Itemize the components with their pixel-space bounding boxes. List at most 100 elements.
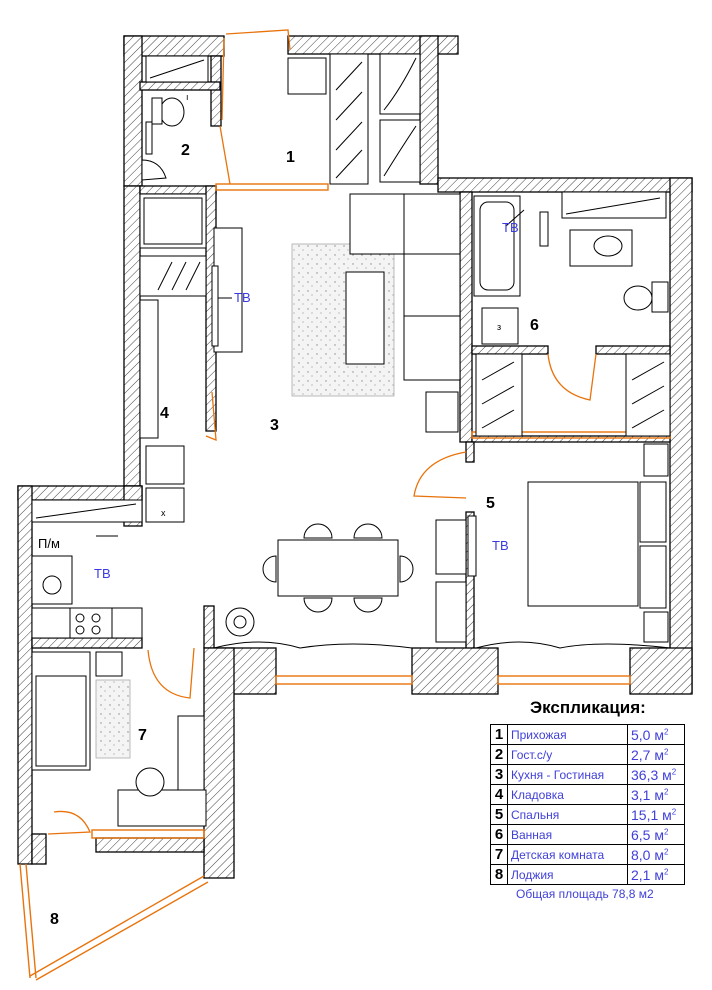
room-area: 3,1 (631, 786, 651, 803)
room-name: Гост.с/у (507, 744, 628, 765)
wardrobe-line (631, 361, 665, 381)
wall-segment (629, 647, 693, 695)
cabinet (145, 487, 185, 523)
bath-shelf (561, 191, 667, 219)
area-unit: м (654, 826, 664, 843)
room-name: Кладовка (507, 784, 628, 805)
area-unit: м (654, 846, 664, 863)
room-number: 4 (160, 405, 169, 422)
area-unit-power: 2 (663, 846, 669, 856)
towel-rail (145, 121, 153, 155)
toilet-tank (651, 281, 669, 313)
cabinet-line (383, 125, 417, 177)
entrance-furniture: ı (141, 53, 421, 185)
wall-segment (203, 647, 235, 879)
room-number: 1 (286, 149, 295, 166)
tv-panel (467, 515, 477, 577)
room-number: 8 (50, 911, 59, 928)
sofa (403, 193, 461, 381)
living-furniture (31, 193, 461, 649)
cooktop (69, 607, 113, 639)
wardrobe-line (481, 385, 515, 405)
wall-segment (31, 833, 47, 865)
room-area: 2,7 (631, 746, 651, 763)
burner (91, 613, 101, 623)
row-number: 2 (490, 744, 508, 765)
room-area: 2,1 (631, 866, 651, 883)
kids-furniture (31, 651, 207, 827)
ottoman (287, 57, 327, 95)
room-area-cell: 36,3 м2 (627, 764, 685, 785)
tv-label: ТВ (234, 290, 251, 305)
toilet-tank (151, 97, 163, 125)
area-unit-power: 2 (671, 766, 677, 776)
row-number: 5 (490, 804, 508, 825)
rack-line (185, 261, 201, 291)
wardrobe-line (481, 361, 515, 381)
doors (47, 29, 597, 835)
door (225, 29, 291, 51)
total-area: Общая площадь 78,8 м2 (516, 887, 654, 901)
wall-segment (287, 35, 459, 55)
window (497, 675, 631, 685)
wardrobe-hanger (335, 121, 363, 151)
burner (75, 613, 85, 623)
wall-segment (459, 191, 473, 443)
storage-furniture (139, 193, 243, 523)
room-area: 15,1 (631, 806, 659, 823)
tv-leader-line (505, 209, 525, 227)
row-number: 3 (490, 764, 508, 785)
desk (117, 789, 207, 827)
room-area-cell: 5,0 м2 (627, 724, 685, 745)
burner (91, 625, 101, 635)
tap-mark: ı (186, 92, 189, 102)
wardrobe-line (631, 385, 665, 405)
toilet (623, 285, 653, 311)
pillow (639, 545, 667, 609)
wall-segment (595, 345, 671, 355)
tv-label: ТВ (492, 538, 509, 553)
cross-mark: x (161, 508, 166, 518)
dining-table (277, 539, 399, 597)
cabinet-line (383, 57, 417, 111)
storage-shelf (139, 299, 159, 439)
storage-rack (139, 255, 207, 297)
sink-bowl (42, 575, 62, 595)
area-unit: м (654, 866, 664, 883)
bathtub (473, 195, 521, 297)
room-area: 8,0 (631, 846, 651, 863)
room-name: Детская комната (507, 844, 628, 865)
row-number: 8 (490, 864, 508, 885)
window (19, 863, 31, 979)
tv-stand (213, 227, 243, 353)
area-unit-power: 2 (663, 866, 669, 876)
room-area: 36,3 (631, 766, 659, 783)
room-name: Ванная (507, 824, 628, 845)
wall-segment (411, 647, 499, 695)
wall-segment (17, 485, 33, 865)
wall-segment (139, 185, 217, 195)
window (25, 863, 37, 979)
counter (111, 607, 143, 639)
area-unit: м (662, 806, 672, 823)
door (221, 37, 225, 121)
wall-segment (437, 177, 693, 193)
wardrobe-hanger (335, 61, 363, 91)
wall-segment (419, 35, 439, 185)
room-name: Спальня (507, 804, 628, 825)
wall-segment (465, 441, 475, 463)
wall-segment (471, 345, 549, 355)
area-unit-power: 2 (663, 746, 669, 756)
room-area-cell: 15,1 м2 (627, 804, 685, 825)
room-area: 6,5 (631, 826, 651, 843)
explication-title: Экспликация: (530, 698, 646, 717)
room-labels: 1 2 3 4 5 6 7 8 (50, 142, 539, 928)
